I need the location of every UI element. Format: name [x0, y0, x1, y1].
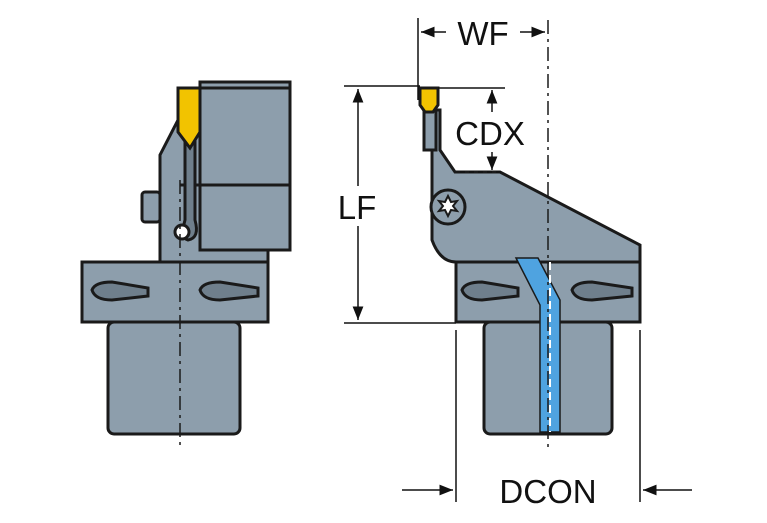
- wf-label: WF: [457, 15, 508, 52]
- dimension-wf: WF: [417, 12, 545, 100]
- front-view: [418, 20, 642, 448]
- dimension-dcon: DCON: [402, 330, 692, 510]
- side-view: [80, 80, 292, 448]
- side-view-shank: [106, 320, 242, 436]
- front-view-blade: [422, 108, 438, 152]
- dimension-lf: LF: [330, 85, 456, 324]
- front-view-insert: [418, 86, 440, 114]
- lf-label: LF: [338, 189, 377, 226]
- dimension-cdx: CDX: [438, 87, 536, 173]
- side-view-screw: [140, 190, 162, 224]
- front-view-body: [430, 108, 642, 264]
- side-view-clamp-block: [198, 86, 292, 252]
- side-view-coolant-slot-left: [90, 280, 150, 302]
- cdx-label: CDX: [455, 115, 525, 152]
- front-view-coolant-slot-right: [570, 280, 634, 302]
- side-view-insert: [176, 86, 202, 151]
- dcon-label: DCON: [499, 473, 596, 510]
- side-view-coolant-slot-right: [198, 280, 260, 302]
- front-view-coolant-slot-left: [460, 280, 520, 302]
